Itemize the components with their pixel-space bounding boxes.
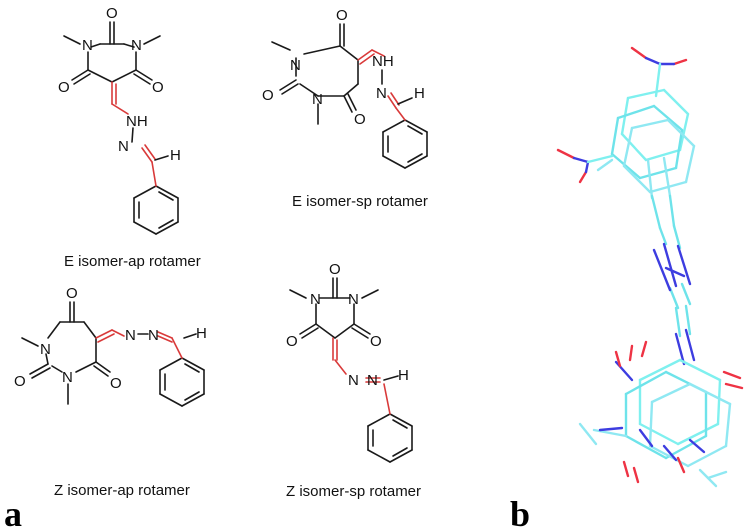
atom-label: O [14,373,26,390]
atom-label: O [106,5,118,22]
atom-label: N [118,138,129,155]
atom-label: O [336,7,348,24]
atom-label: O [66,285,78,302]
atom-label: O [262,87,274,104]
structure-z-isomer-ap: N N O O O N N H Z isomer-ap rotamer [14,285,207,499]
panel-label-a: a [4,494,22,532]
atom-label: N [82,37,93,54]
atom-label: H [170,147,181,164]
atom-label: O [152,79,164,96]
atom-label: N [312,91,323,108]
atom-label: N [376,85,387,102]
caption-e-isomer-ap: E isomer-ap rotamer [64,253,201,270]
atom-label: N [62,369,73,386]
structure-z-isomer-sp: N N O O O N N H Z isomer-sp rotamer [286,261,421,500]
atom-label: N [348,372,359,389]
atom-label: O [329,261,341,278]
atom-label: N [148,327,159,344]
atom-label: N [310,291,321,308]
atom-label: O [58,79,70,96]
atom-label: NH [126,113,148,130]
atom-label: N [125,327,136,344]
conformer-overlay [556,46,744,488]
atom-label: N [367,372,378,389]
caption-e-isomer-sp: E isomer-sp rotamer [292,193,428,210]
structure-e-isomer-sp: N N O O O NH N H E isomer-sp rotamer [262,7,428,210]
atom-label: N [131,37,142,54]
caption-z-isomer-sp: Z isomer-sp rotamer [286,483,421,500]
structure-e-isomer-ap: N N O O O NH N H E isomer-ap rotamer [58,5,201,270]
caption-z-isomer-ap: Z isomer-ap rotamer [54,482,190,499]
atom-label: H [398,367,409,384]
atom-label: N [348,291,359,308]
atom-label: O [286,333,298,350]
atom-label: O [354,111,366,128]
atom-label: N [40,341,51,358]
atom-label: NH [372,53,394,70]
atom-label: H [414,85,425,102]
atom-label: O [110,375,122,392]
panel-label-b: b [510,494,530,532]
atom-label: O [370,333,382,350]
atom-label: N [290,57,301,74]
atom-label: H [196,325,207,342]
